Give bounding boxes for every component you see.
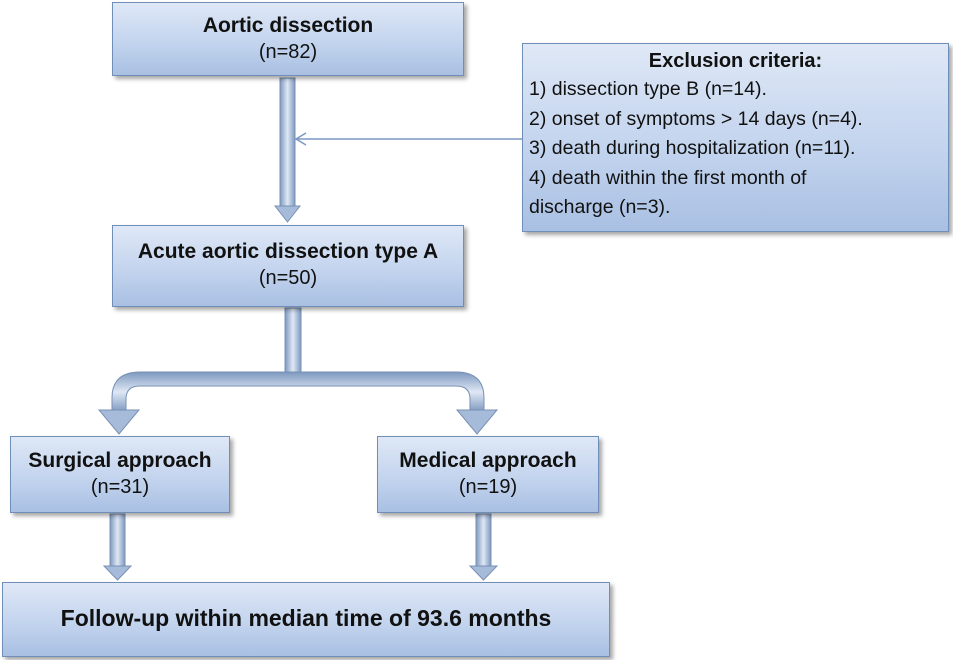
node-follow-up-title: Follow-up within median time of 93.6 mon…	[60, 605, 552, 631]
node-medical-count: (n=19)	[458, 476, 518, 498]
exclusion-item: 3) death during hospitalization (n=11).	[529, 137, 856, 159]
node-aortic-dissection: Aortic dissection (n=82)	[112, 2, 464, 76]
branch-arrow	[97, 307, 499, 435]
node-surgical-count: (n=31)	[90, 476, 150, 498]
node-aortic-dissection-title: Aortic dissection	[202, 14, 374, 37]
exclusion-criteria-box: Exclusion criteria: 1) dissection type B…	[522, 43, 949, 232]
exclusion-item: 2) onset of symptoms > 14 days (n=4).	[529, 107, 863, 130]
node-follow-up: Follow-up within median time of 93.6 mon…	[2, 582, 610, 657]
node-acute-type-a-count: (n=50)	[258, 267, 318, 289]
node-acute-type-a-title: Acute aortic dissection type A	[137, 240, 439, 263]
node-aortic-dissection-count: (n=82)	[258, 41, 318, 63]
arrow-surgical-to-followup	[102, 513, 133, 581]
node-surgical-approach: Surgical approach (n=31)	[10, 436, 230, 513]
exclusion-item: discharge (n=3).	[529, 196, 671, 218]
arrow-to-type-a	[273, 77, 302, 223]
exclusion-criteria-title: Exclusion criteria:	[648, 50, 823, 72]
node-medical-approach: Medical approach (n=19)	[377, 436, 599, 513]
node-surgical-title: Surgical approach	[28, 449, 212, 472]
node-medical-title: Medical approach	[399, 449, 577, 472]
node-acute-type-a: Acute aortic dissection type A (n=50)	[112, 225, 464, 307]
exclusion-arrow	[294, 132, 522, 146]
arrow-medical-to-followup	[468, 513, 499, 581]
exclusion-item: 4) death within the first month of	[529, 166, 807, 189]
exclusion-item: 1) dissection type B (n=14).	[529, 78, 767, 100]
